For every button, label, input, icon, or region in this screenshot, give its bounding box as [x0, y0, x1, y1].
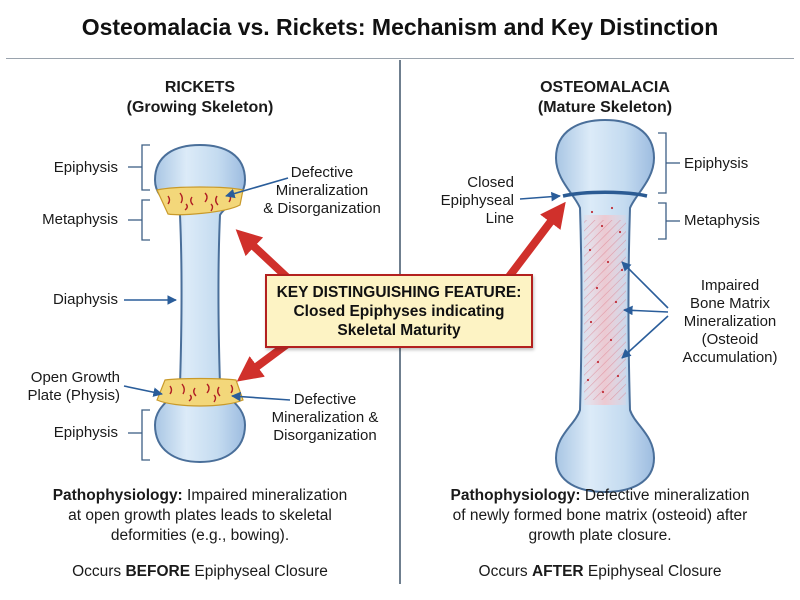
rickets-patho-text-1: Impaired mineralization: [187, 487, 348, 504]
rickets-defect-top-label: Defective Mineralization & Disorganizati…: [252, 164, 392, 218]
impaired-line-1: Impaired: [700, 277, 760, 294]
closed-epiphyseal-label: Closed Epiphyseal Line: [420, 174, 514, 228]
rickets-occurs: Occurs BEFORE Epiphyseal Closure: [10, 563, 390, 581]
osteomalacia-title: OSTEOMALACIA: [540, 79, 670, 96]
osteomalacia-subtitle: (Mature Skeleton): [537, 99, 673, 116]
osteomalacia-pathophysiology: Pathophysiology: Defective mineralizatio…: [410, 486, 790, 546]
key-feature-line-2: Closed Epiphyses indicating: [293, 302, 505, 320]
closed-line-pointer: [519, 191, 561, 202]
impaired-mineralization-label: Impaired Bone Matrix Mineralization (Ost…: [670, 277, 790, 367]
rickets-epiphysis-top-label: Epiphysis: [53, 159, 118, 176]
growth-plate-pointer: [123, 385, 163, 397]
defect-top-line-2: Mineralization: [275, 182, 369, 199]
impaired-line-2: Bone Matrix: [689, 295, 771, 312]
title-divider: [6, 58, 794, 59]
rickets-disorganization-marks: [167, 192, 234, 403]
rickets-subtitle: (Growing Skeleton): [126, 99, 274, 116]
rickets-top-growth-plate: [156, 186, 244, 216]
rickets-occurs-suffix: Epiphyseal Closure: [194, 563, 328, 580]
rickets-pathophysiology: Pathophysiology: Impaired mineralization…: [10, 486, 390, 546]
rickets-brackets: [128, 144, 150, 461]
osteomalacia-metaphysis-label: Metaphysis: [684, 212, 760, 229]
rickets-metaphysis-label: Metaphysis: [42, 211, 118, 228]
rickets-growth-plate-label: Open Growth Plate (Physis): [10, 369, 120, 405]
top-defect-pointer: [225, 177, 289, 199]
rickets-epiphysis-bottom-label: Epiphysis: [53, 424, 118, 441]
impaired-line-4: (Osteoid: [701, 331, 759, 348]
key-feature-line-3: Skeletal Maturity: [337, 321, 461, 339]
page-title: Osteomalacia vs. Rickets: Mechanism and …: [81, 14, 719, 40]
defect-bottom-line-1: Defective: [293, 391, 357, 408]
rickets-patho-text-2: at open growth plates leads to skeletal: [68, 507, 332, 524]
defect-bottom-line-2: Mineralization &: [271, 409, 379, 426]
closed-line-2: Epiphyseal: [440, 192, 514, 209]
rickets-patho-text-3: deformities (e.g., bowing).: [110, 527, 290, 544]
rickets-occurs-emphasis: BEFORE: [125, 563, 191, 580]
osteomalacia-occurs: Occurs AFTER Epiphyseal Closure: [410, 563, 790, 581]
osteomalacia-occurs-prefix: Occurs: [478, 563, 528, 580]
osteomalacia-patho-label: Pathophysiology:: [450, 487, 581, 504]
rickets-defect-bottom-label: Defective Mineralization & Disorganizati…: [255, 391, 395, 445]
osteomalacia-brackets: [658, 132, 680, 240]
osteomalacia-heading: OSTEOMALACIA (Mature Skeleton): [500, 78, 710, 118]
defect-bottom-line-3: Disorganization: [273, 427, 377, 444]
rickets-patho-label: Pathophysiology:: [52, 487, 183, 504]
impaired-line-3: Mineralization: [683, 313, 777, 330]
osteoid-hatch: [584, 220, 626, 400]
arrow-to-osteomalacia: [504, 201, 566, 282]
osteomalacia-patho-text-2: of newly formed bone matrix (osteoid) af…: [452, 507, 748, 524]
rickets-diaphysis-label: Diaphysis: [52, 291, 118, 308]
closed-line-3: Line: [485, 210, 514, 227]
closed-line-1: Closed: [467, 174, 514, 191]
osteomalacia-epiphysis-label: Epiphysis: [684, 155, 749, 172]
osteomalacia-patho-text-1: Defective mineralization: [584, 487, 750, 504]
osteomalacia-occurs-suffix: Epiphyseal Closure: [587, 563, 722, 580]
growth-plate-line-2: Plate (Physis): [27, 387, 120, 404]
defect-top-line-1: Defective: [290, 164, 354, 181]
osteomalacia-occurs-emphasis: AFTER: [531, 563, 584, 580]
rickets-heading: RICKETS (Growing Skeleton): [100, 78, 300, 118]
closed-epiphyseal-line: [562, 190, 648, 198]
key-feature-box: KEY DISTINGUISHING FEATURE: Closed Epiph…: [265, 274, 533, 348]
rickets-occurs-prefix: Occurs: [72, 563, 122, 580]
osteomalacia-patho-text-3: growth plate closure.: [528, 527, 672, 544]
osteoid-dots: [586, 206, 624, 394]
rickets-bone: [153, 143, 247, 464]
defect-top-line-3: & Disorganization: [263, 200, 381, 217]
bottom-defect-pointer: [231, 391, 291, 402]
impaired-pointers: [621, 261, 669, 359]
osteomalacia-bone: [554, 118, 656, 494]
key-feature-line-1: KEY DISTINGUISHING FEATURE:: [276, 283, 522, 301]
rickets-bottom-growth-plate: [156, 377, 244, 407]
rickets-title: RICKETS: [164, 79, 236, 96]
growth-plate-line-1: Open Growth: [30, 369, 120, 386]
impaired-line-5: Accumulation): [682, 349, 778, 366]
